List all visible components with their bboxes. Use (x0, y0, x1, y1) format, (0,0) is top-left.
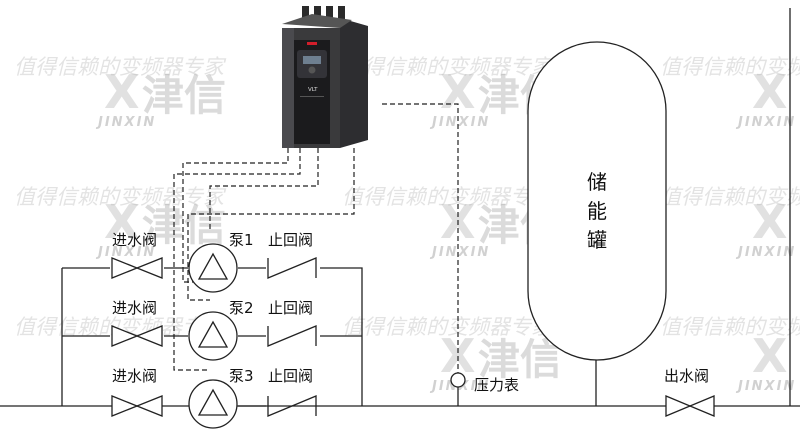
pressure-gauge-label: 压力表 (474, 376, 519, 394)
watermark-slogan: 值得信赖的变频器专家 (660, 315, 800, 339)
watermark-brand-en: JINXIN (95, 115, 156, 130)
pump-arrow (197, 252, 229, 280)
watermark-slogan: 值得信赖的变频器专家 (342, 185, 555, 209)
pump-arrow (197, 320, 229, 348)
watermark-brand-cn: 津信 (142, 201, 226, 250)
wire-pump-3 (173, 148, 301, 371)
gate-valve-symbol (135, 395, 163, 417)
check-valve-label: 止回阀 (268, 231, 313, 249)
gate-valve-symbol (665, 395, 692, 417)
watermark-slogan: 值得信赖的变频器专家 (342, 315, 555, 339)
pump-branch-1: 进水阀 泵1 止回阀 (111, 231, 317, 293)
pump-label: 泵2 (229, 299, 254, 317)
watermark-brand-cn: 津信 (142, 71, 226, 120)
vfd-unit: VLT (282, 6, 368, 148)
vfd-fin (326, 6, 333, 22)
vfd-top (282, 14, 352, 28)
watermark-brand-en: JINXIN (735, 115, 796, 130)
wire-pump-1b (209, 148, 319, 230)
vfd-edge (282, 28, 294, 148)
watermark-brand-en: JINXIN (429, 245, 490, 260)
tank-body (527, 41, 667, 361)
inlet-valve-label: 进水阀 (112, 367, 157, 385)
gate-valve-symbol (688, 395, 715, 417)
check-valve-symbol (267, 395, 317, 417)
check-valve-label: 止回阀 (268, 367, 313, 385)
tank-label-char: 能 (587, 199, 607, 223)
watermark-slogan: 值得信赖的变频器专家 (342, 55, 555, 79)
watermark-brand-en: JINXIN (735, 245, 796, 260)
vfd-fin (314, 6, 321, 22)
pressure-gauge: 压力表 (450, 372, 519, 394)
check-valve-symbol (267, 325, 317, 347)
inlet-valve-label: 进水阀 (112, 299, 157, 317)
wire-pressure-signal (382, 103, 459, 375)
vfd-fin (302, 6, 309, 22)
gate-valve-symbol (111, 257, 139, 279)
watermark-slogan: 值得信赖的变频器专家 (14, 185, 227, 209)
pump-branch-3: 进水阀 泵3 止回阀 (111, 367, 317, 429)
signal-wires (173, 103, 459, 375)
watermark-slogan: 值得信赖的变频器专家 (14, 55, 227, 79)
watermark-layer: 值得信赖的变频器专家 值得信赖的变频器专家 值得信赖的变频器专家 值得信赖的变频… (14, 55, 800, 394)
watermark-brand-cn: 津信 (478, 335, 562, 384)
outlet-manifold (320, 267, 363, 406)
vfd-display (303, 56, 321, 64)
vfd-brand-mark (307, 42, 317, 45)
vfd-side (340, 18, 368, 148)
watermark-x-mark: X (752, 195, 787, 249)
outlet-valve: 出水阀 (664, 367, 715, 417)
watermark-x-mark: X (104, 195, 139, 249)
storage-tank: 储 能 罐 (527, 41, 667, 361)
vfd-divider (300, 96, 324, 97)
tank-label-char: 罐 (587, 228, 607, 252)
pump-branch-2: 进水阀 泵2 止回阀 (111, 299, 317, 361)
gate-valve-symbol (135, 257, 163, 279)
pump-label: 泵1 (229, 231, 254, 249)
watermark-brand-en: JINXIN (429, 115, 490, 130)
outlet-valve-label: 出水阀 (664, 367, 709, 385)
check-valve-symbol (267, 257, 317, 279)
inlet-valve-label: 进水阀 (112, 231, 157, 249)
watermark-x-mark: X (752, 65, 787, 119)
check-valve-label: 止回阀 (268, 299, 313, 317)
gauge-symbol (450, 372, 466, 388)
wire-pump-2 (187, 148, 355, 301)
gate-valve-symbol (111, 325, 139, 347)
wire-pump-1 (182, 148, 289, 283)
gate-valve-symbol (111, 395, 139, 417)
vfd-label: VLT (308, 87, 318, 93)
watermark-brand-en: JINXIN (735, 379, 796, 394)
watermark-x-mark: X (752, 329, 787, 383)
vfd-fin (338, 6, 345, 22)
pump-arrow (197, 388, 229, 416)
gate-valve-symbol (135, 325, 163, 347)
watermark-slogan: 值得信赖的变频器专家 (660, 185, 800, 209)
pump-label: 泵3 (229, 367, 254, 385)
tank-label-char: 储 (587, 170, 607, 194)
watermark-x-mark: X (104, 65, 139, 119)
watermark-brand-en: JINXIN (95, 245, 156, 260)
watermark-slogan: 值得信赖的变频器专家 (660, 55, 800, 79)
vfd-knob (308, 66, 316, 74)
